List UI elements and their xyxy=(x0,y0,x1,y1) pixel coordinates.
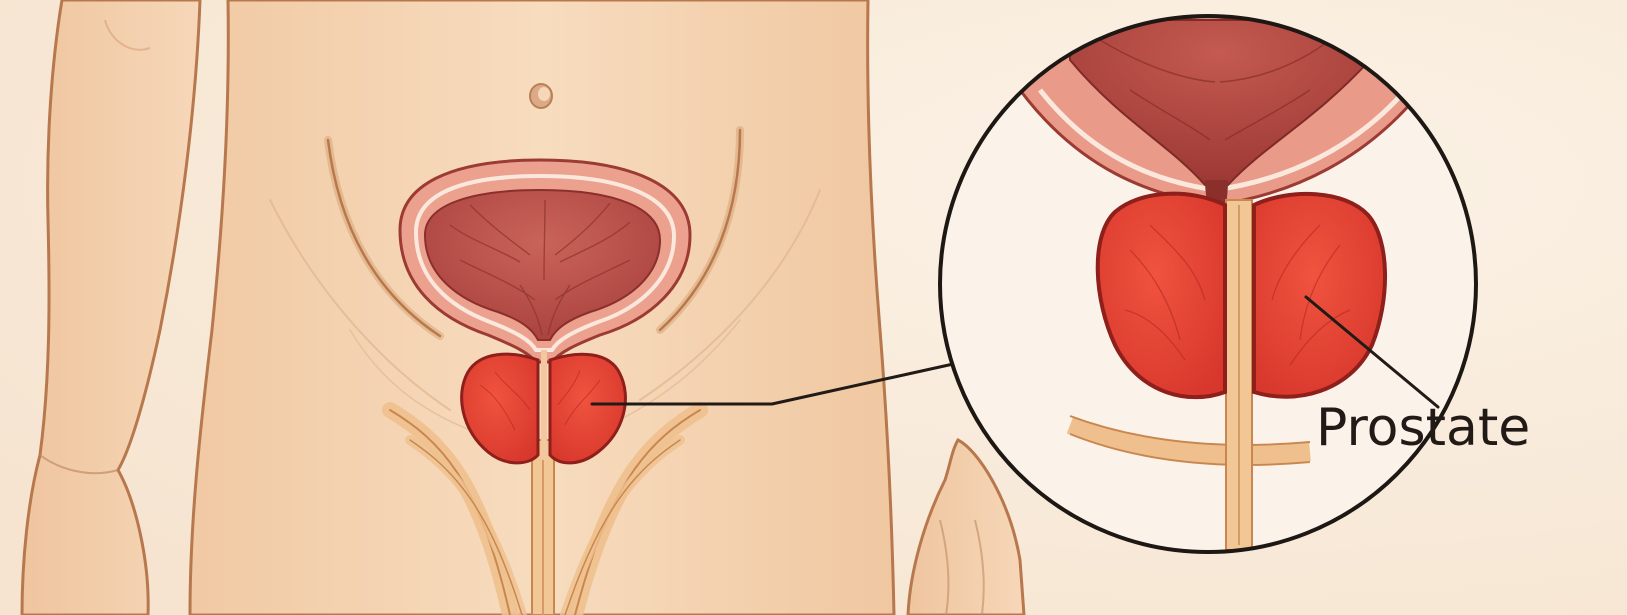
prostate-small xyxy=(462,350,626,463)
navel xyxy=(530,84,552,108)
prostate-label: Prostate xyxy=(1316,402,1530,454)
